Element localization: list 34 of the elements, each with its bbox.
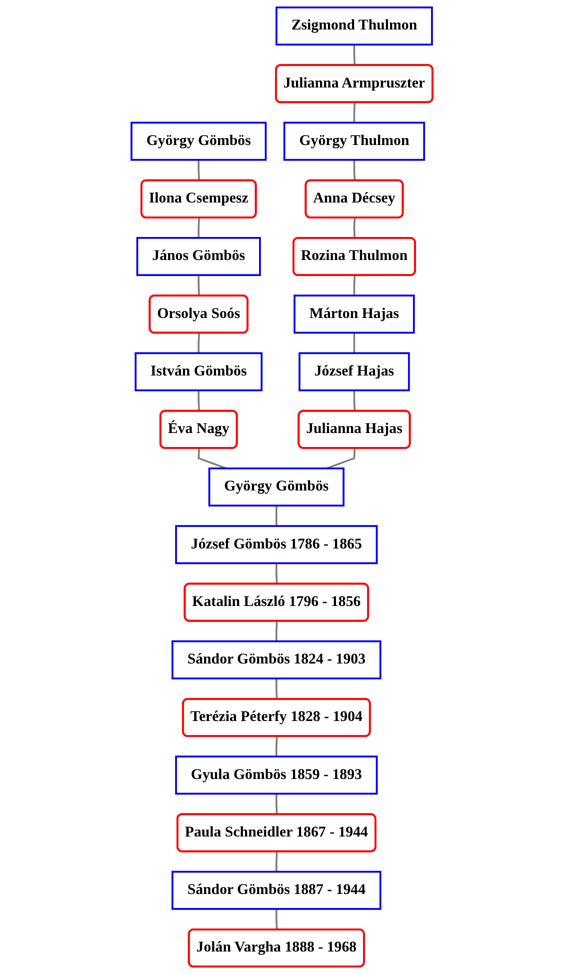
connector <box>326 448 356 470</box>
connector <box>198 218 200 238</box>
connector <box>353 102 356 123</box>
node-box: Sándor Gömbös 1824 - 1903 <box>172 640 382 680</box>
connector <box>353 160 356 181</box>
node-box: Gyula Gömbös 1859 - 1893 <box>175 756 378 795</box>
node-box: Márton Hajas <box>294 294 415 334</box>
connector <box>353 390 356 412</box>
node-box: György Thulmon <box>283 122 426 161</box>
node-box: György Gömbös <box>208 467 344 507</box>
connector <box>198 448 227 470</box>
connector <box>276 563 278 584</box>
node-box: Sándor Gömbös 1887 - 1944 <box>172 870 382 910</box>
connector <box>276 506 278 526</box>
node-box: István Gömbös <box>134 352 263 392</box>
connector <box>353 332 356 354</box>
connector <box>276 794 278 815</box>
node-box: József Gömbös 1786 - 1865 <box>175 525 378 564</box>
connector <box>353 276 356 296</box>
connector <box>276 908 278 930</box>
connector <box>198 275 200 296</box>
connector <box>198 333 200 354</box>
connector <box>198 390 200 412</box>
connector <box>276 621 278 642</box>
connector <box>276 678 278 700</box>
connector <box>198 160 200 181</box>
node-box: János Gömbös <box>136 237 261 276</box>
connector <box>276 852 278 872</box>
connector <box>353 218 356 238</box>
connector <box>353 44 356 66</box>
node-box: György Gömbös <box>130 122 267 161</box>
node-box: József Hajas <box>298 352 410 392</box>
connector <box>276 736 278 757</box>
node-box: Zsigmond Thulmon <box>276 6 433 46</box>
